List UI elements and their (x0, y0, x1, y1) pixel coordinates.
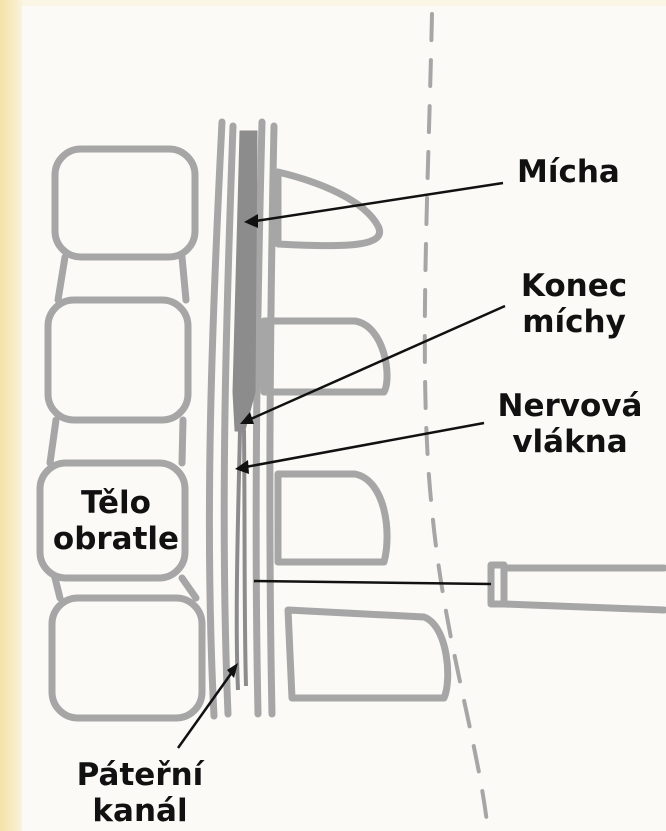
canal-wall-left-inner (224, 126, 233, 714)
label-cord-end-line1: Konec (515, 268, 633, 304)
canal-wall-left-outer (209, 122, 222, 716)
label-nerve-fibers-line2: vlákna (490, 424, 650, 460)
spinous-process-3 (278, 474, 387, 562)
label-cord-end-line2: míchy (515, 304, 633, 340)
spinous-process-2 (264, 321, 387, 392)
label-vertebral-body: Tělo obratle (52, 485, 180, 557)
label-vertebral-body-line2: obratle (52, 521, 180, 557)
pointer-nerve-fibers (240, 423, 484, 468)
pointer-needle-tip (254, 581, 491, 584)
vertebral-body-4 (52, 598, 202, 718)
pointer-spinal-cord (249, 183, 503, 222)
label-nerve-fibers: Nervová vlákna (490, 388, 650, 460)
canal-wall-right-2 (270, 126, 274, 714)
label-spinal-canal-line1: Páteřní (70, 757, 210, 793)
label-nerve-fibers-line1: Nervová (490, 388, 650, 424)
skin-line (425, 14, 488, 831)
canal-wall-right-1 (256, 122, 262, 714)
spinal-cord (234, 132, 256, 430)
vertebral-body-1 (55, 149, 195, 257)
label-spinal-cord: Mícha (517, 154, 620, 190)
label-spinal-canal: Páteřní kanál (70, 757, 210, 829)
label-spinal-canal-line2: kanál (70, 793, 210, 829)
needle (491, 565, 664, 610)
vertebral-body-2 (48, 300, 188, 420)
spinous-process-4 (288, 610, 448, 698)
label-cord-end: Konec míchy (515, 268, 633, 340)
label-vertebral-body-line1: Tělo (52, 485, 180, 521)
